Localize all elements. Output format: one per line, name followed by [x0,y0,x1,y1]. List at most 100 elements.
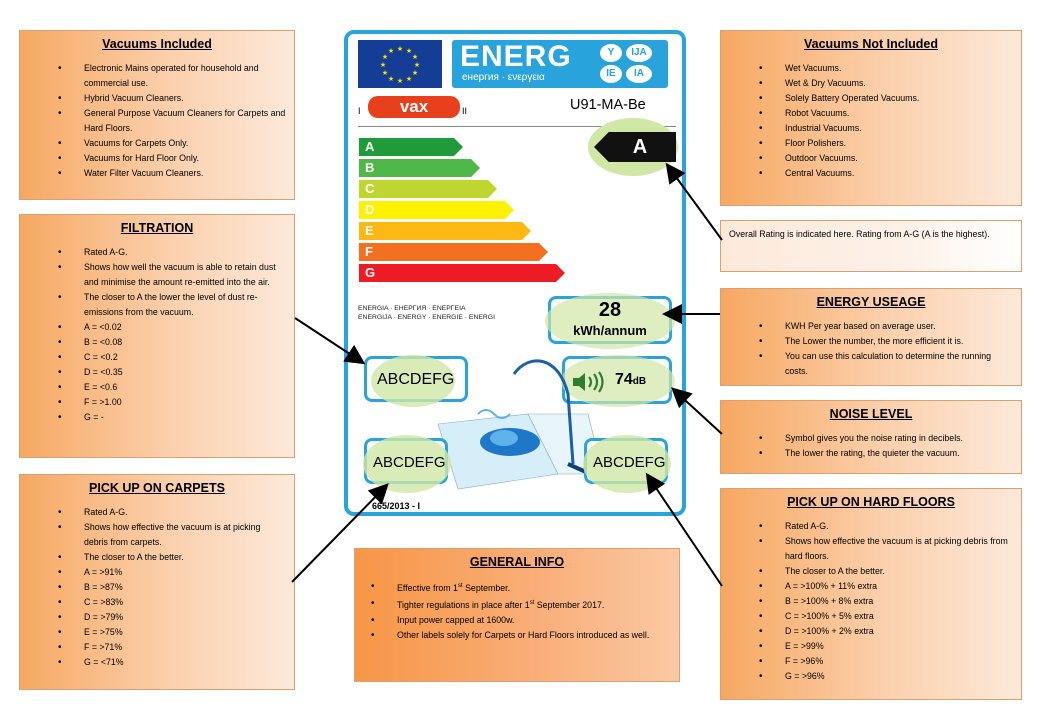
list-item: Hybrid Vacuum Cleaners. [58,91,286,106]
arrow-hard-floors [645,472,723,587]
roman-numeral: I [358,106,361,116]
eu-flag-icon: ★★★ ★★★ ★★★ ★★★ [358,40,442,88]
list-item: C = <0.2 [58,350,286,365]
list-item: Other labels solely for Carpets or Hard … [371,628,671,643]
lang-code: IJA [626,44,652,62]
class-bar: C [359,180,497,198]
general-info-box: GENERAL INFO Effective from 1st Septembe… [354,548,680,682]
arrow-overall [665,162,723,241]
class-bar: G [359,264,565,282]
noise-level-title: NOISE LEVEL [829,407,913,421]
list-item: General Purpose Vacuum Cleaners for Carp… [58,106,286,136]
list-item: B = <0.08 [58,335,286,350]
list-item: Symbol gives you the noise rating in dec… [759,431,1013,446]
class-bar: D [359,201,514,219]
kwh-value: 28 [598,299,622,321]
list-item: G = - [58,410,286,425]
svg-text:★: ★ [388,47,394,55]
regulation-number: 665/2013 - I [372,501,421,511]
list-item: E = >99% [759,639,1013,654]
vacuums-included-list: Electronic Mains operated for household … [28,61,286,181]
list-item: Water Filter Vacuum Cleaners. [58,166,286,181]
list-item: Industrial Vacuums. [759,121,1013,136]
list-item: A = >91% [58,565,286,580]
arrow-filtration [294,317,366,365]
list-item: A = <0.02 [58,320,286,335]
vacuums-not-included-title: Vacuums Not Included [803,37,939,51]
list-item: Floor Polishers. [759,136,1013,151]
arrow-noise [671,387,723,435]
vacuum-cleaner-icon [437,359,604,490]
svg-text:★: ★ [382,53,388,61]
overall-rating-box: Overall Rating is indicated here. Rating… [720,220,1022,272]
list-item: G = >96% [759,669,1013,684]
list-item: Solely Battery Operated Vacuums. [759,91,1013,106]
noise-value: 74dB [615,371,647,388]
filtration-box: FILTRATION Rated A-G. Shows how well the… [19,214,295,458]
list-item: D = >79% [58,610,286,625]
list-item: The closer to A the better. [58,550,286,565]
list-item: The closer to A the better. [759,564,1013,579]
list-item: F = >71% [58,640,286,655]
noise-level-list: Symbol gives you the noise rating in dec… [729,431,1013,461]
class-bar: F [359,243,548,261]
svg-text:★: ★ [388,75,394,83]
list-item: C = >100% + 5% extra [759,609,1013,624]
svg-text:★: ★ [380,61,386,69]
list-item: Wet Vacuums. [759,61,1013,76]
list-item: The lower the rating, the quieter the va… [759,446,1013,461]
list-item: Shows how effective the vacuum is at pic… [58,520,286,550]
carpets-list: Rated A-G. Shows how effective the vacuu… [28,505,286,670]
list-item: Rated A-G. [58,505,286,520]
list-item: Tighter regulations in place after 1st S… [371,596,671,613]
overall-rating-arrow: A [594,132,676,162]
svg-text:★: ★ [414,61,420,69]
energy-subtitle: енергия · ενεργεια [462,72,545,83]
list-item: Effective from 1st September. [371,579,671,596]
list-item: Outdoor Vacuums. [759,151,1013,166]
list-item: You can use this calculation to determin… [759,349,1013,379]
svg-text:★: ★ [412,53,418,61]
brand-logo: vax [368,96,460,118]
svg-text:★: ★ [382,69,388,77]
list-item: Electronic Mains operated for household … [58,61,286,91]
general-info-title: GENERAL INFO [469,555,565,569]
filtration-panel: ABCDEFG [364,355,468,407]
list-item: The Lower the number, the more efficient… [759,334,1013,349]
list-item: Vacuums for Hard Floor Only. [58,151,286,166]
noise-level-box: NOISE LEVEL Symbol gives you the noise r… [720,400,1022,474]
list-item: KWH Per year based on average user. [759,319,1013,334]
list-item: Rated A-G. [759,519,1013,534]
vacuums-not-included-box: Vacuums Not Included Wet Vacuums. Wet & … [720,30,1022,206]
hard-floors-panel: ABCDEFG [583,435,671,493]
list-item: Vacuums for Carpets Only. [58,136,286,151]
energy-usage-list: KWH Per year based on average user. The … [729,319,1013,379]
list-item: B = >87% [58,580,286,595]
class-bar: E [359,222,531,240]
energy-title: ENERG [460,40,572,73]
carpets-box: PICK UP ON CARPETS Rated A-G. Shows how … [19,474,295,690]
svg-text:★: ★ [397,77,403,85]
lang-code: IA [626,65,652,83]
list-item: Robot Vacuums. [759,106,1013,121]
list-item: D = >100% + 2% extra [759,624,1013,639]
arrow-carpets [291,483,389,583]
filtration-title: FILTRATION [120,221,194,235]
vacuums-not-included-list: Wet Vacuums. Wet & Dry Vacuums. Solely B… [729,61,1013,181]
list-item: G = <71% [58,655,286,670]
hard-floors-scale: ABCDEFG [593,454,666,471]
list-item: F = >1.00 [58,395,286,410]
roman-numeral: II [462,106,468,116]
list-item: B = >100% + 8% extra [759,594,1013,609]
energy-usage-box: ENERGY USEAGE KWH Per year based on aver… [720,288,1022,386]
list-item: Central Vacuums. [759,166,1013,181]
list-item: The closer to A the lower the level of d… [58,290,286,320]
class-bar: A [359,138,463,156]
list-item: D = <0.35 [58,365,286,380]
model-number: U91-MA-Be [570,97,646,113]
hard-floors-box: PICK UP ON HARD FLOORS Rated A-G. Shows … [720,488,1022,700]
filtration-list: Rated A-G. Shows how well the vacuum is … [28,245,286,425]
svg-text:★: ★ [412,69,418,77]
energy-label: ★★★ ★★★ ★★★ ★★★ ENERG енергия · ενεργεια… [344,30,686,516]
